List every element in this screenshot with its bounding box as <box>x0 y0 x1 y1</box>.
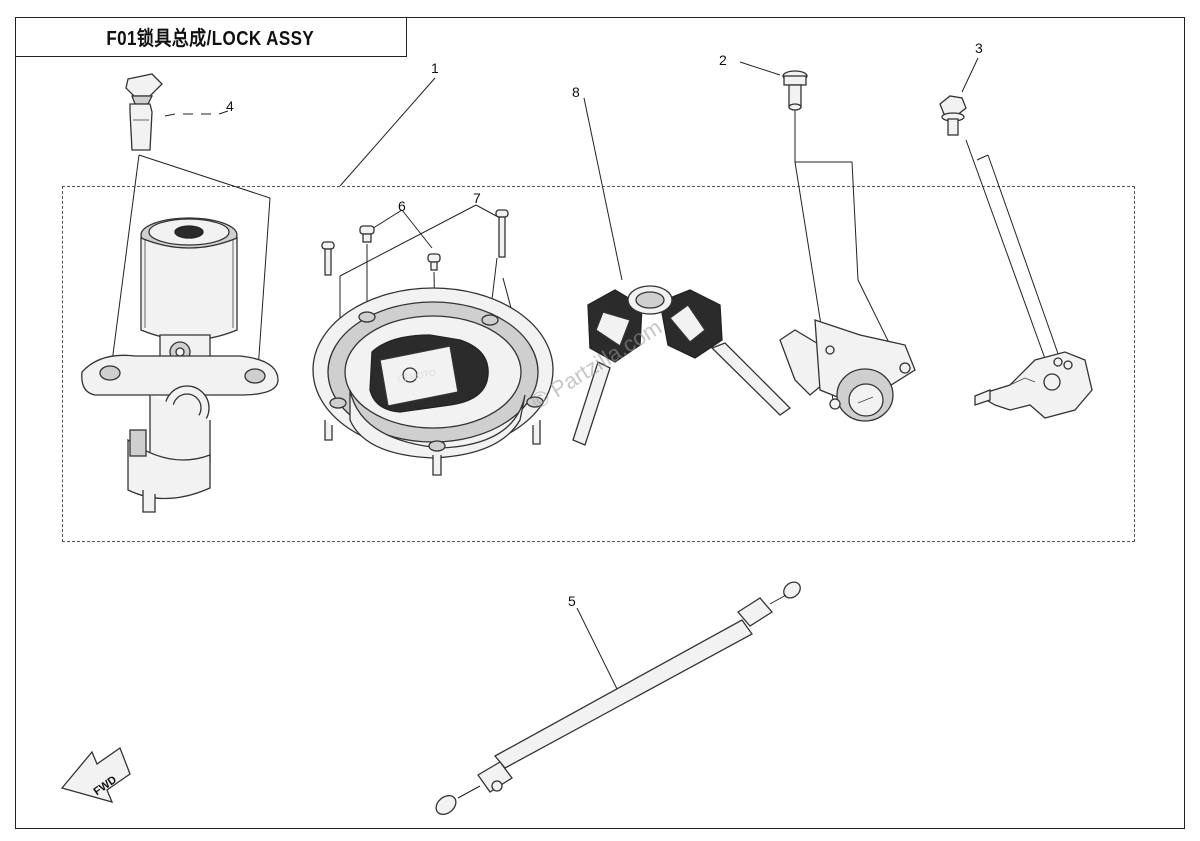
part-4-lock-cover <box>125 73 163 151</box>
callouts: 1 2 3 4 5 6 7 8 <box>226 40 983 609</box>
diagram-title: F01锁具总成/LOCK ASSY <box>106 28 315 50</box>
part-2-pin <box>782 70 808 111</box>
ignition-switch <box>81 217 279 513</box>
title-box: F01锁具总成/LOCK ASSY <box>15 17 407 57</box>
fuel-tank-cap: CFMOTO <box>312 287 554 476</box>
fwd-arrow: FWD <box>60 746 131 803</box>
lock-bracket <box>974 351 1093 419</box>
seat-lock <box>779 319 916 422</box>
part-8-keys <box>572 285 792 446</box>
callout-2: 2 <box>719 52 727 68</box>
assembly-dashed-box <box>62 186 1135 542</box>
part-3-bolt <box>939 95 967 136</box>
callout-8: 8 <box>572 84 580 100</box>
callout-3: 3 <box>975 40 983 56</box>
callout-1: 1 <box>431 60 439 76</box>
part-5-cable <box>435 581 801 816</box>
callout-6: 6 <box>398 198 406 214</box>
diagram-frame <box>15 17 1185 829</box>
callout-7: 7 <box>473 190 481 206</box>
callout-5: 5 <box>568 593 576 609</box>
screws-6-7 <box>321 209 509 276</box>
callout-4: 4 <box>226 98 234 114</box>
